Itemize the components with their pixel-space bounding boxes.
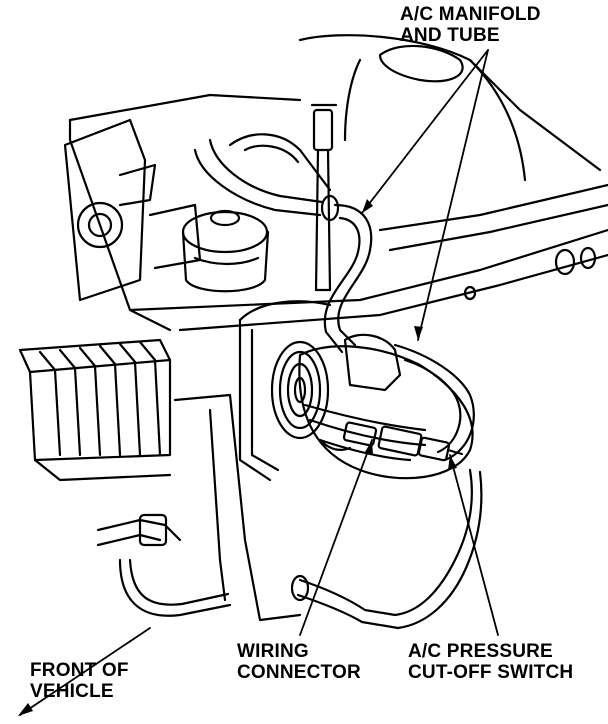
ac-compressor xyxy=(270,340,474,480)
label-front-line1: FRONT OF xyxy=(30,660,129,681)
arrowhead-manifold-1 xyxy=(362,199,373,213)
ac-manifold-tube xyxy=(323,203,475,462)
label-wiring-connector: WIRING CONNECTOR xyxy=(237,641,361,683)
leader-lines xyxy=(19,49,499,716)
headlamp-bracket xyxy=(63,118,202,302)
mounting-bracket xyxy=(173,300,332,622)
leader-switch xyxy=(449,454,499,636)
leader-front xyxy=(19,627,151,716)
arrowhead-front xyxy=(18,703,33,716)
label-front-line2: VEHICLE xyxy=(30,681,114,702)
label-ac-manifold-and-tube: A/C MANIFOLD AND TUBE xyxy=(400,4,541,46)
label-wiring-line2: CONNECTOR xyxy=(237,662,361,683)
arrowhead-switch xyxy=(448,455,457,470)
lower-ac-line xyxy=(96,468,483,630)
label-ac-pressure-cutoff-switch: A/C PRESSURE CUT-OFF SWITCH xyxy=(408,641,573,683)
upper-hose xyxy=(193,133,340,222)
firewall-background xyxy=(298,34,602,182)
arrowheads xyxy=(18,199,457,716)
label-manifold-line2: AND TUBE xyxy=(400,25,500,46)
leader-wiring xyxy=(299,439,373,636)
label-manifold-line1: A/C MANIFOLD xyxy=(400,4,541,25)
label-switch-line2: CUT-OFF SWITCH xyxy=(408,662,574,683)
fluid-reservoir xyxy=(181,209,270,293)
leader-manifold-1 xyxy=(361,49,489,214)
leader-manifold-2 xyxy=(417,49,489,341)
label-switch-line1: A/C PRESSURE xyxy=(408,641,553,662)
pressure-switch-assembly xyxy=(318,421,464,462)
arrowhead-wiring xyxy=(365,440,373,455)
label-wiring-line1: WIRING xyxy=(237,641,309,662)
label-front-of-vehicle: FRONT OF VEHICLE xyxy=(30,660,129,702)
condenser-fins xyxy=(18,338,172,482)
frame-rail xyxy=(68,93,608,332)
arrowhead-manifold-2 xyxy=(414,326,423,340)
